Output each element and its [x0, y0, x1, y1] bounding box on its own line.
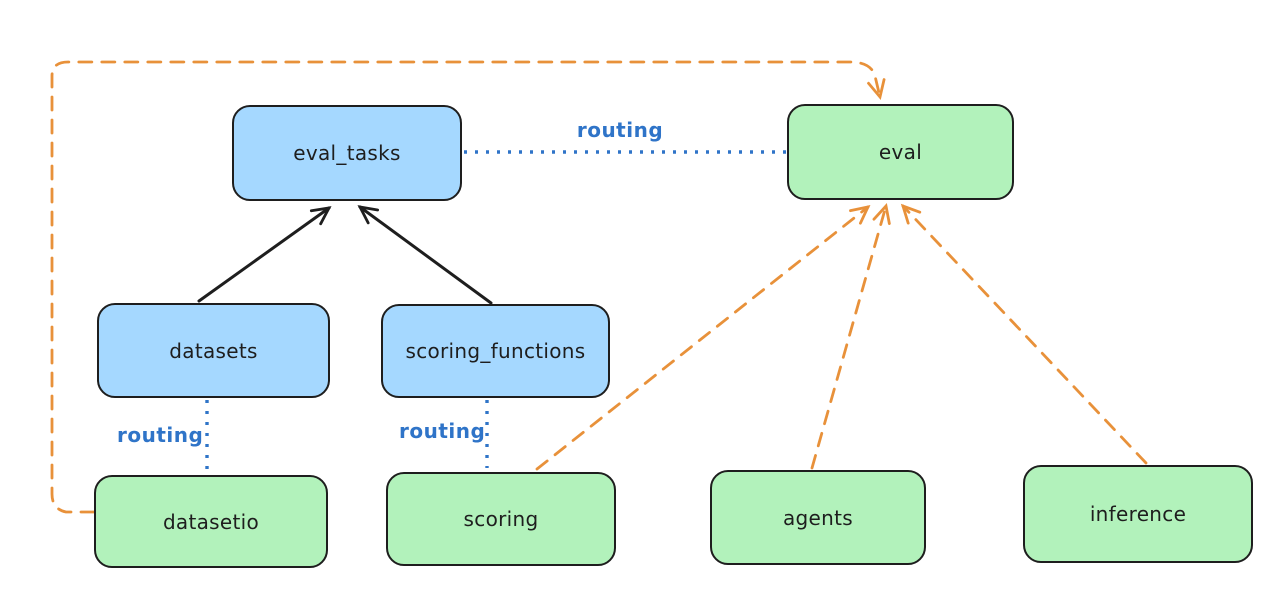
node-datasets: datasets — [97, 303, 330, 398]
routing-label-eval-tasks-eval: routing — [576, 118, 664, 142]
node-scoring-functions: scoring_functions — [381, 304, 610, 398]
edge-inference-to-eval — [900, 203, 1148, 465]
node-eval-label: eval — [878, 140, 923, 164]
edge-agents-to-eval — [810, 202, 891, 470]
node-agents: agents — [710, 470, 926, 565]
node-datasetio: datasetio — [94, 475, 328, 568]
node-scoring-functions-label: scoring_functions — [405, 339, 586, 363]
node-datasets-label: datasets — [169, 338, 258, 363]
edge-scoring-functions-to-eval-tasks — [357, 205, 493, 305]
node-inference-label: inference — [1089, 502, 1187, 526]
node-eval-tasks: eval_tasks — [232, 105, 462, 201]
node-eval-tasks-label: eval_tasks — [293, 141, 401, 165]
edge-datasetio-to-eval — [50, 60, 886, 514]
node-datasetio-label: datasetio — [162, 509, 260, 534]
node-scoring-label: scoring — [463, 507, 539, 531]
node-agents-label: agents — [783, 505, 853, 530]
routing-label-datasets-datasetio: routing — [117, 423, 204, 447]
node-eval: eval — [787, 104, 1014, 200]
routing-label-scoring-functions-scoring: routing — [399, 419, 486, 443]
node-scoring: scoring — [386, 472, 616, 566]
node-inference: inference — [1023, 465, 1253, 563]
edge-datasets-to-eval-tasks — [197, 206, 332, 303]
edge-scoring-to-eval — [535, 205, 871, 471]
